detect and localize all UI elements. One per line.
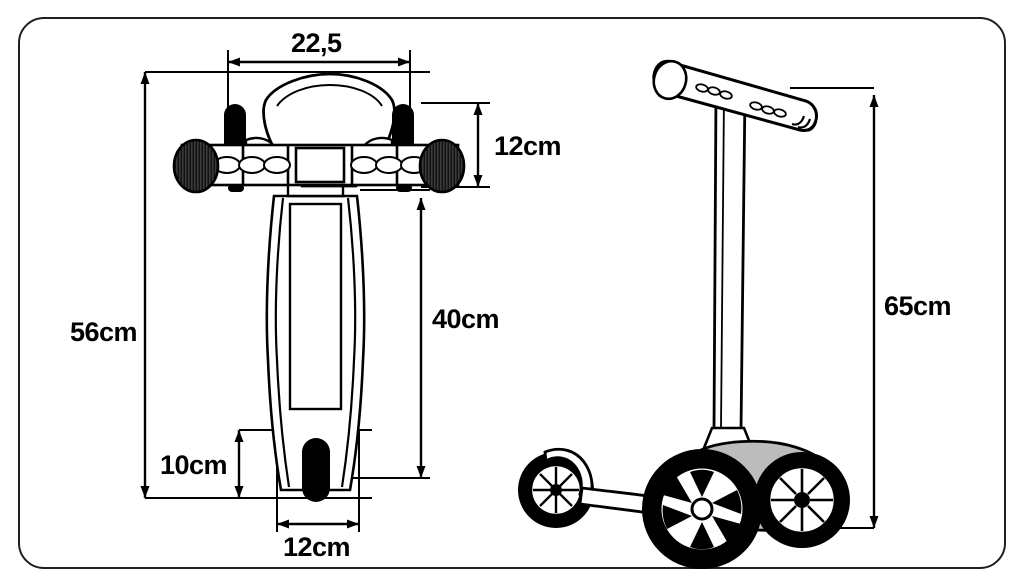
page-border-frame: [18, 17, 1006, 569]
top-view-handlebar-clamp: [294, 146, 346, 184]
top-view-grip-end-left: [172, 138, 220, 194]
top-view-grip-rings-left: [213, 156, 291, 174]
top-view-deck-pad: [288, 202, 343, 411]
top-view-group: [140, 50, 490, 532]
top-view-grip-end-right: [418, 138, 466, 194]
dimension-line-deck-width: [277, 519, 359, 529]
dimension-label-deck-length: 40cm: [432, 304, 500, 334]
dimension-label-handlebar-width: 22,5: [291, 28, 342, 58]
dimension-label-handlebar-depth: 12cm: [494, 131, 562, 161]
side-view-grip-dots-inner: [695, 83, 733, 100]
side-view-handlebar-cap: [652, 59, 688, 101]
side-view-grip-dots-outer: [749, 101, 787, 118]
side-view-wheel-spokes: [662, 469, 742, 550]
dimension-line-deck-length: [416, 198, 426, 478]
dimension-line-total-height: [869, 95, 879, 528]
dimension-line-rear-section: [234, 430, 244, 498]
side-view-group: [518, 59, 879, 569]
dimension-label-total-height: 65cm: [884, 291, 952, 321]
top-view-grip-rings-right: [350, 156, 428, 174]
dimension-label-deck-width: 12cm: [283, 532, 351, 562]
side-view-handlebar-rings: [791, 115, 818, 132]
dimension-line-handlebar-depth: [473, 103, 483, 187]
side-view-column-highlight: [720, 95, 725, 429]
dimension-line-total-length: [140, 72, 150, 498]
top-view-mount-tabs: [228, 184, 412, 192]
top-view-deck-inner-edge: [274, 197, 357, 488]
dimension-label-rear-section: 10cm: [160, 450, 228, 480]
side-view-steering-column: [712, 90, 747, 432]
top-view-rear-wheel: [302, 438, 330, 502]
dimension-label-total-length: 56cm: [70, 317, 138, 347]
dimension-line-handlebar-width: [228, 57, 410, 67]
side-view-front-wheel-far: [754, 452, 850, 548]
side-view-front-wheel-near: [642, 449, 762, 569]
side-view-rear-wheel: [518, 452, 594, 528]
